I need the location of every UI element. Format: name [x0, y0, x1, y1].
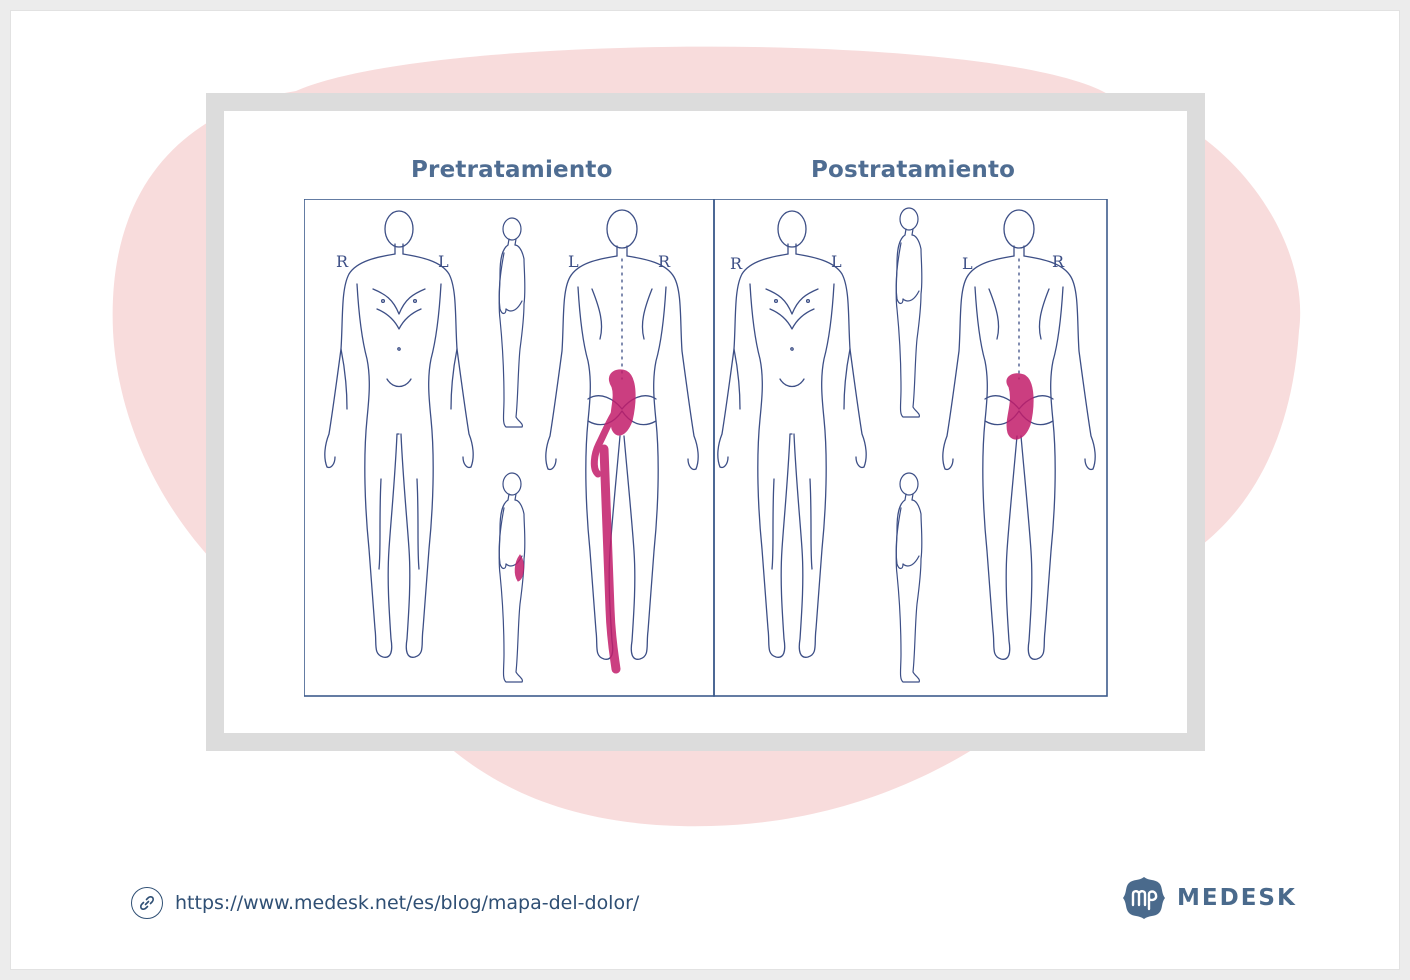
- figure-frame: Pretratamiento Postratamiento: [206, 93, 1205, 751]
- post-pain-marking: [1006, 373, 1034, 440]
- pretreatment-heading: Pretratamiento: [411, 157, 613, 183]
- post-front-right-label: R: [730, 254, 743, 273]
- brand-name: MEDESK: [1177, 885, 1297, 911]
- post-side-figure-lower: [895, 472, 923, 683]
- pre-side-figure-upper: [498, 217, 526, 428]
- post-front-left-label: L: [831, 252, 842, 271]
- pre-pain-marking: [514, 369, 636, 674]
- medesk-logo: MEDESK: [1121, 875, 1297, 921]
- pre-front-figure: [324, 210, 474, 658]
- pre-front-right-label: R: [336, 252, 349, 271]
- pre-front-left-label: L: [438, 252, 449, 271]
- pre-back-left-label: L: [568, 252, 579, 271]
- post-front-figure: [717, 210, 867, 658]
- post-back-right-label: R: [1052, 252, 1065, 271]
- post-side-figure-upper: [895, 207, 923, 418]
- source-url[interactable]: https://www.medesk.net/es/blog/mapa-del-…: [175, 892, 640, 914]
- source-link[interactable]: https://www.medesk.net/es/blog/mapa-del-…: [131, 887, 639, 919]
- pain-map-diagram: R L L R R L L R: [304, 199, 1108, 697]
- pre-back-right-label: R: [658, 252, 671, 271]
- image-card: Pretratamiento Postratamiento: [10, 10, 1400, 970]
- posttreatment-heading: Postratamiento: [811, 157, 1016, 183]
- mp-logo-icon: [1123, 877, 1165, 919]
- posttreatment-box: [713, 199, 1108, 697]
- link-icon: [131, 887, 163, 919]
- post-back-left-label: L: [962, 254, 973, 273]
- figure-panel: Pretratamiento Postratamiento: [224, 111, 1187, 733]
